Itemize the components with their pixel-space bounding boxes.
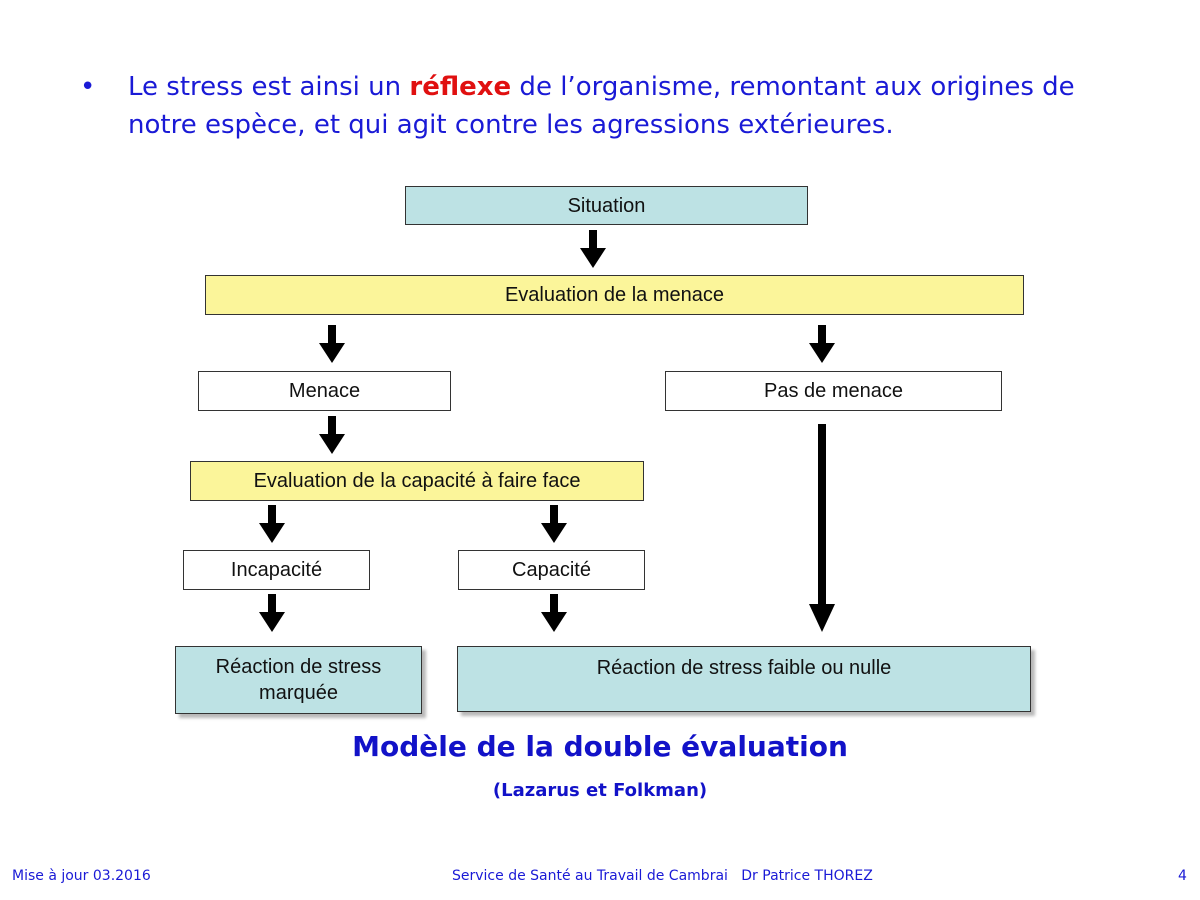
arrow-to-pas-de-menace xyxy=(809,325,835,363)
box-evaluation-menace: Evaluation de la menace xyxy=(205,275,1024,315)
arrow-capacite-to-reaction-faible xyxy=(541,594,567,632)
footer-service: Service de Santé au Travail de Cambrai D… xyxy=(452,868,873,884)
arrow-pas-de-menace-to-reaction-faible xyxy=(809,424,835,632)
box-incapacite: Incapacité xyxy=(183,550,370,590)
box-reaction-faible: Réaction de stress faible ou nulle xyxy=(457,646,1031,712)
bullet-text-before: Le stress est ainsi un xyxy=(128,72,410,102)
box-menace: Menace xyxy=(198,371,451,411)
box-capacite: Capacité xyxy=(458,550,645,590)
arrow-to-incapacite xyxy=(259,505,285,543)
box-situation: Situation xyxy=(405,186,808,225)
arrow-menace-to-capacite-eval xyxy=(319,416,345,454)
arrow-incapacite-to-reaction-marquee xyxy=(259,594,285,632)
diagram-title: Modèle de la double évaluation xyxy=(352,730,848,763)
footer-update-date: Mise à jour 03.2016 xyxy=(12,868,151,884)
bullet-marker: • xyxy=(80,72,96,102)
bullet-text-after: de l’organisme, remontant aux origines d… xyxy=(128,72,1075,140)
bullet-text: Le stress est ainsi un réflexe de l’orga… xyxy=(128,68,1148,144)
arrow-to-capacite xyxy=(541,505,567,543)
arrow-to-menace xyxy=(319,325,345,363)
box-reaction-marquee: Réaction de stress marquée xyxy=(175,646,422,714)
diagram-subtitle: (Lazarus et Folkman) xyxy=(492,780,708,801)
bullet-highlight: réflexe xyxy=(409,72,512,102)
box-pas-de-menace: Pas de menace xyxy=(665,371,1002,411)
box-evaluation-capacite: Evaluation de la capacité à faire face xyxy=(190,461,644,501)
arrow-situation-to-evaluation xyxy=(580,230,606,268)
footer-page-number: 4 xyxy=(1178,868,1187,884)
